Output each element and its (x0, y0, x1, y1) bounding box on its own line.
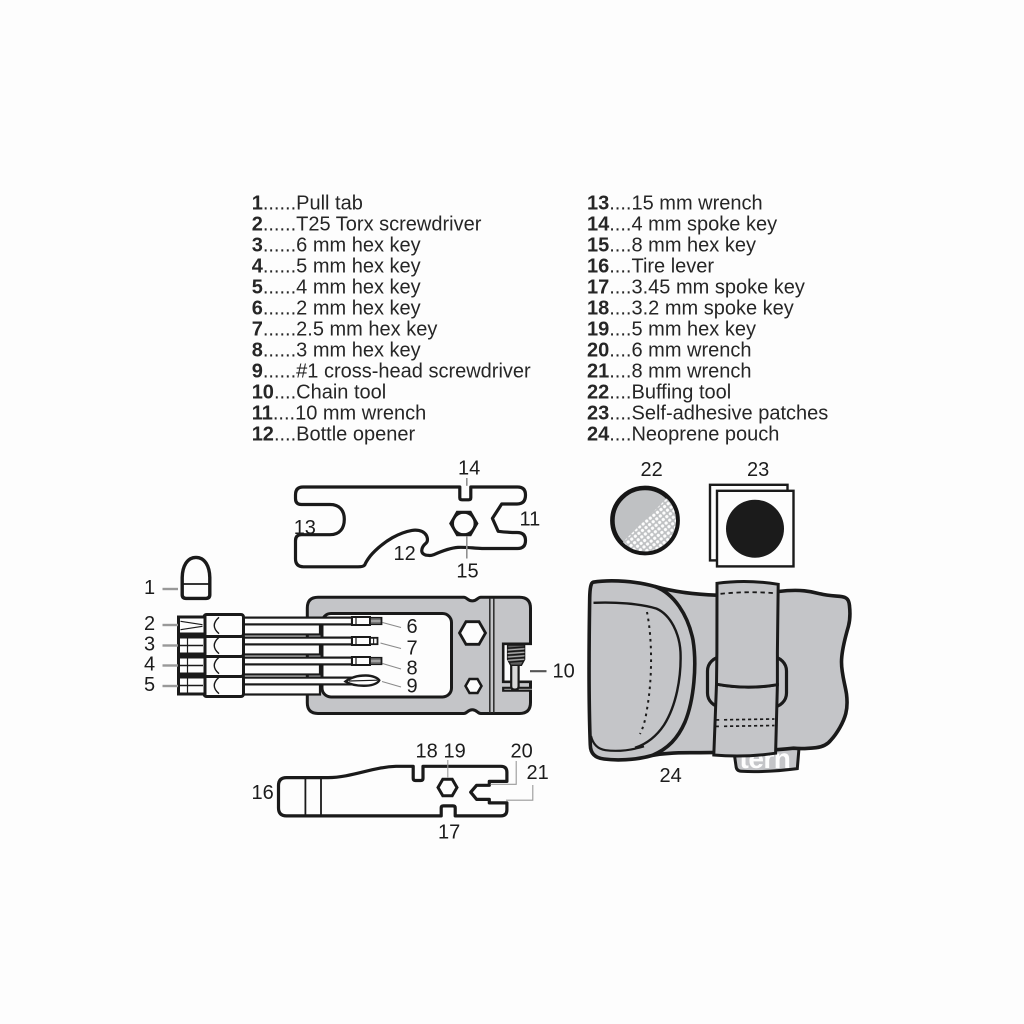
svg-text:19: 19 (444, 741, 466, 763)
svg-text:15....8 mm hex key: 15....8 mm hex key (587, 235, 756, 257)
svg-text:10: 10 (553, 660, 575, 682)
svg-text:10....Chain tool: 10....Chain tool (252, 382, 387, 404)
svg-text:3......6 mm hex key: 3......6 mm hex key (252, 235, 421, 257)
svg-text:21....8 mm wrench: 21....8 mm wrench (587, 361, 752, 383)
svg-text:17....3.45 mm spoke key: 17....3.45 mm spoke key (587, 277, 805, 299)
svg-text:20: 20 (511, 741, 533, 763)
svg-text:4......5 mm hex key: 4......5 mm hex key (252, 256, 421, 278)
svg-text:24: 24 (660, 765, 682, 787)
svg-text:4: 4 (144, 654, 155, 676)
svg-text:11....10 mm wrench: 11....10 mm wrench (252, 403, 427, 425)
svg-text:18: 18 (416, 741, 438, 763)
svg-text:15: 15 (456, 561, 478, 583)
svg-text:13....15 mm wrench: 13....15 mm wrench (587, 193, 763, 215)
svg-text:8......3 mm hex key: 8......3 mm hex key (252, 340, 421, 362)
svg-text:6: 6 (407, 616, 418, 638)
svg-text:12....Bottle opener: 12....Bottle opener (252, 424, 416, 446)
svg-text:13: 13 (294, 517, 316, 539)
svg-text:8: 8 (407, 658, 418, 680)
svg-text:20....6 mm wrench: 20....6 mm wrench (587, 340, 752, 362)
svg-text:7......2.5 mm hex key: 7......2.5 mm hex key (252, 319, 438, 341)
svg-text:12: 12 (394, 543, 416, 565)
svg-text:19....5 mm hex key: 19....5 mm hex key (587, 319, 756, 341)
svg-text:1: 1 (144, 577, 155, 599)
svg-text:14....4 mm spoke key: 14....4 mm spoke key (587, 214, 777, 236)
svg-text:6......2 mm hex key: 6......2 mm hex key (252, 298, 421, 320)
svg-text:9: 9 (407, 675, 418, 697)
svg-text:24....Neoprene pouch: 24....Neoprene pouch (587, 424, 779, 446)
svg-text:3: 3 (144, 634, 155, 656)
svg-text:2......T25 Torx screwdriver: 2......T25 Torx screwdriver (252, 214, 482, 236)
svg-text:2: 2 (144, 613, 155, 635)
svg-text:16....Tire lever: 16....Tire lever (587, 256, 714, 278)
svg-text:16: 16 (252, 782, 274, 804)
svg-text:23: 23 (747, 459, 769, 481)
svg-text:1......Pull tab: 1......Pull tab (252, 193, 363, 215)
svg-text:21: 21 (527, 762, 549, 784)
svg-text:14: 14 (458, 458, 480, 480)
svg-text:5......4 mm hex key: 5......4 mm hex key (252, 277, 421, 299)
svg-text:5: 5 (144, 674, 155, 696)
svg-text:18....3.2 mm spoke key: 18....3.2 mm spoke key (587, 298, 794, 320)
svg-text:7: 7 (407, 637, 418, 659)
svg-text:23....Self-adhesive patches: 23....Self-adhesive patches (587, 403, 828, 425)
svg-text:22: 22 (641, 459, 663, 481)
svg-text:17: 17 (438, 822, 460, 844)
svg-text:22....Buffing tool: 22....Buffing tool (587, 382, 731, 404)
svg-text:11: 11 (520, 508, 541, 530)
svg-text:9......#1 cross-head screwdriv: 9......#1 cross-head screwdriver (252, 361, 531, 383)
